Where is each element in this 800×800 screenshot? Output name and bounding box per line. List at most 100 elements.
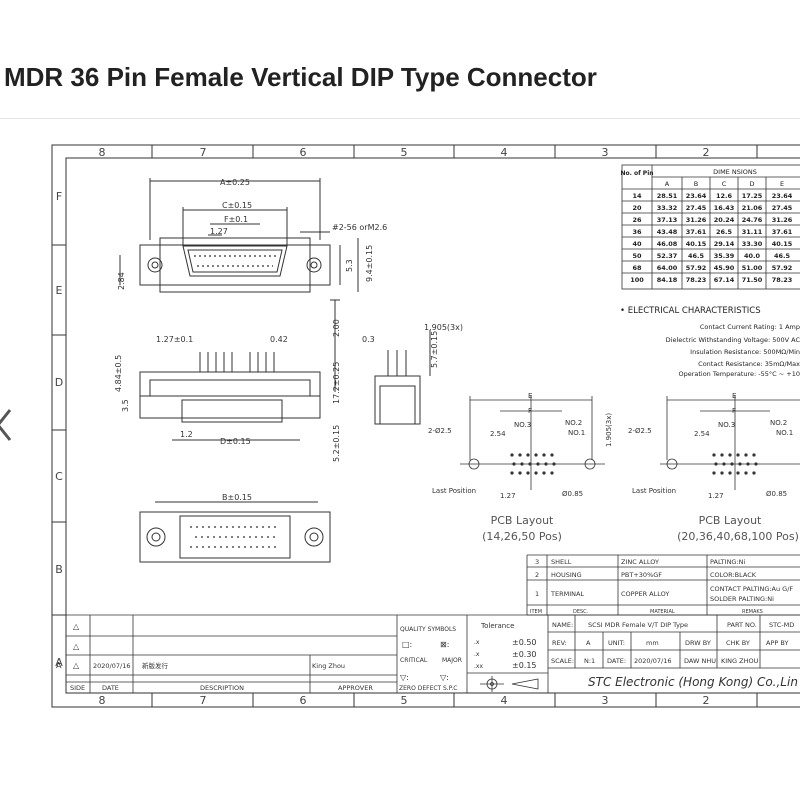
bom-cell: SHELL xyxy=(551,558,572,566)
table-cell: 17.25 xyxy=(742,192,763,200)
tb-value: A xyxy=(586,639,591,647)
bom-cell: PALTING:Ni xyxy=(710,558,746,566)
dim-label: 5.2±0.15 xyxy=(332,425,341,462)
tb-label: REV: xyxy=(552,639,567,647)
table-cell: 12.6 xyxy=(716,192,733,200)
col-label: 5 xyxy=(401,694,408,707)
pcb-label: NO.3 xyxy=(514,421,531,429)
tb-label: UNIT: xyxy=(608,639,625,647)
col-label: 6 xyxy=(300,146,307,159)
dim-label: 4.84±0.5 xyxy=(114,355,123,392)
col-label: 2 xyxy=(703,146,710,159)
pcb-layout-1: E F NO.3 NO.2 NO.1 2-Ø2.5 2.54 1.905(3x)… xyxy=(428,392,613,543)
col-head: E xyxy=(780,180,784,188)
table-cell: 78.23 xyxy=(772,276,793,284)
dim-label: 0.3 xyxy=(362,335,375,344)
bom-head: ITEM xyxy=(530,609,542,615)
bom-table: 3 SHELL ZINC ALLOY PALTING:Ni 2 HOUSING … xyxy=(526,554,800,616)
table-cell: 37.13 xyxy=(657,216,678,224)
table-cell: 67.14 xyxy=(714,276,735,284)
tb-label: PART NO. xyxy=(727,621,757,629)
revision-block: △ △ △ A 2020/07/16 新版发行 King Zhou SIDE D… xyxy=(56,614,800,694)
dim-label: A±0.25 xyxy=(220,178,250,187)
table-cell: 21.06 xyxy=(742,204,763,212)
title-block: NAME: SCSI MDR Female V/T DIP Type PART … xyxy=(548,615,800,689)
quality-label: CRITICAL xyxy=(400,657,428,664)
pcb-label: NO.2 xyxy=(565,419,582,427)
bottom-view xyxy=(139,501,331,563)
rev-cell: King Zhou xyxy=(312,662,345,670)
table-pin-count: 68 xyxy=(632,264,642,272)
tb-value: DAW NHU xyxy=(684,657,716,665)
pcb-label: NO.3 xyxy=(718,421,735,429)
col-head: C xyxy=(722,180,727,188)
front-pins xyxy=(194,255,276,267)
bom-cell: SOLDER PALTING:Ni xyxy=(710,595,774,603)
pcb-label: 1.27 xyxy=(708,492,724,500)
table-cell: 52.37 xyxy=(657,252,678,260)
table-cell: 31.26 xyxy=(772,216,793,224)
col-label: 4 xyxy=(501,146,508,159)
tb-label: APP BY xyxy=(766,639,788,647)
bom-cell: 1 xyxy=(535,590,539,598)
dim-label: 1.2 xyxy=(180,430,193,439)
side-view xyxy=(139,300,431,441)
quality-sym: ▽: xyxy=(400,673,409,682)
dim-label: C±0.15 xyxy=(222,201,252,210)
pcb-label: NO.1 xyxy=(776,429,793,437)
table-cell: 27.45 xyxy=(772,204,793,212)
col-label: 7 xyxy=(200,694,207,707)
dim-label: D±0.15 xyxy=(220,437,251,446)
dim-label: 3.5 xyxy=(121,399,130,412)
chevron-left-icon[interactable] xyxy=(0,400,22,450)
tol-cell: ±0.15 xyxy=(512,661,537,670)
bom-cell: PBT+30%GF xyxy=(621,571,662,579)
table-cell: 40.15 xyxy=(772,240,793,248)
quality-sym: ▽: xyxy=(440,673,449,682)
bom-cell: ZINC ALLOY xyxy=(621,558,659,566)
col-label: 7 xyxy=(200,146,207,159)
tol-cell: ±0.30 xyxy=(512,650,537,659)
elec-line: Contact Current Rating: 1 Amp xyxy=(700,323,800,331)
tb-value: STC-MD xyxy=(769,621,794,629)
col-label: 8 xyxy=(99,146,106,159)
rev-head: APPROVER xyxy=(338,684,373,692)
rev-cell: 新版发行 xyxy=(142,661,169,670)
table-cell: 28.51 xyxy=(657,192,678,200)
pcb-label: E xyxy=(528,392,532,400)
dim-label: 2.00 xyxy=(332,319,341,337)
col-label: 8 xyxy=(99,694,106,707)
table-pin-count: 100 xyxy=(630,276,644,284)
tb-value: N:1 xyxy=(584,657,595,665)
bom-cell: 2 xyxy=(535,571,539,579)
table-pin-count: 40 xyxy=(632,240,642,248)
dim-label: 1.905(3x) xyxy=(424,323,463,332)
col-head: D xyxy=(749,180,754,188)
tb-value: SCSI MDR Female V/T DIP Type xyxy=(588,621,688,629)
bom-cell: 3 xyxy=(535,558,539,566)
pcb-label: E xyxy=(732,392,736,400)
quality-sym: □: xyxy=(402,640,412,649)
bom-cell: HOUSING xyxy=(551,571,582,579)
table-cell: 16.43 xyxy=(714,204,735,212)
pcb-label: Ø0.85 xyxy=(766,490,787,498)
tb-value: 2020/07/16 xyxy=(634,657,671,665)
table-cell: 43.48 xyxy=(657,228,678,236)
bom-head: DESC. xyxy=(573,609,589,615)
table-cell: 20.24 xyxy=(714,216,735,224)
dim-label: B±0.15 xyxy=(222,493,252,502)
tb-label: DRW BY xyxy=(685,639,711,647)
dim-label: 9.4±0.15 xyxy=(365,245,374,282)
elec-line: Operation Temperature: -55°C ~ +10 xyxy=(678,370,800,378)
bom-cell: TERMINAL xyxy=(550,590,584,598)
table-cell: 40.15 xyxy=(686,240,707,248)
table-cell: 23.64 xyxy=(772,192,793,200)
table-cell: 31.26 xyxy=(686,216,707,224)
company-name: STC Electronic (Hong Kong) Co.,Lin xyxy=(588,675,798,689)
table-cell: 57.92 xyxy=(772,264,793,272)
dim-label: 2.84 xyxy=(117,272,126,290)
table-cell: 33.32 xyxy=(657,204,678,212)
pcb-label: Ø0.85 xyxy=(562,490,583,498)
triangle-icon: △ xyxy=(73,622,80,631)
tol-cell: .xx xyxy=(474,663,483,670)
